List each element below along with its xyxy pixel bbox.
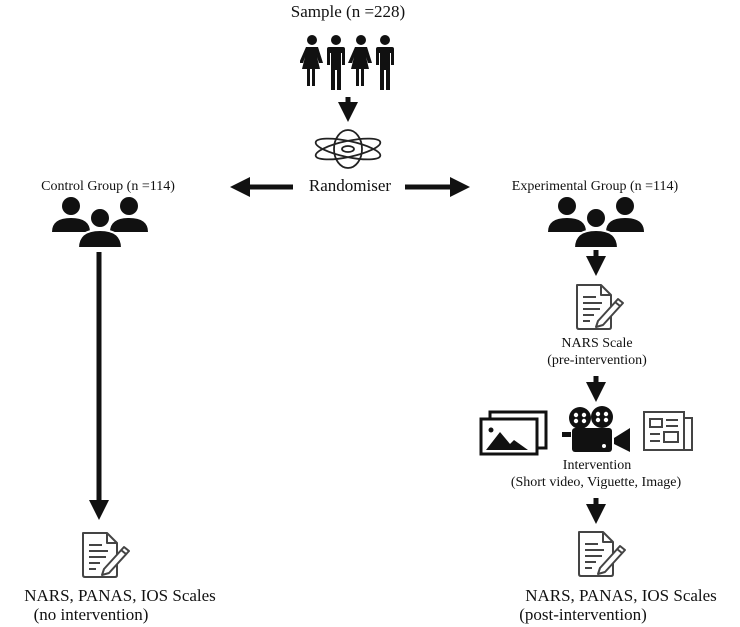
people-group-icon <box>300 35 394 90</box>
intervention-title: Intervention <box>562 458 632 473</box>
newspaper-icon <box>643 411 693 451</box>
intervention-subtitle: (Short video, Viguette, Image) <box>510 475 682 490</box>
control-group-people-icon <box>52 197 148 248</box>
experimental-group-label: Experimental Group (n =114) <box>511 179 679 194</box>
image-gallery-icon <box>479 410 548 456</box>
experimental-outcome-subtitle: (post-intervention) <box>519 605 647 624</box>
pretest-subtitle: (pre-intervention) <box>547 353 647 368</box>
sample-label: Sample (n =228) <box>290 2 406 21</box>
questionnaire-icon-control <box>82 532 130 578</box>
control-outcome-subtitle: (no intervention) <box>33 605 149 624</box>
control-outcome-title: NARS, PANAS, IOS Scales <box>24 586 216 605</box>
pretest-title: NARS Scale <box>561 336 633 351</box>
control-group-label: Control Group (n =114) <box>41 179 175 194</box>
atom-randomiser-icon <box>314 129 382 169</box>
experimental-group-people-icon <box>548 197 644 248</box>
questionnaire-icon-pretest <box>576 284 624 330</box>
movie-camera-icon <box>562 406 630 452</box>
experimental-outcome-title: NARS, PANAS, IOS Scales <box>525 586 717 605</box>
questionnaire-icon-posttest <box>578 531 626 577</box>
randomiser-label: Randomiser <box>308 176 392 195</box>
